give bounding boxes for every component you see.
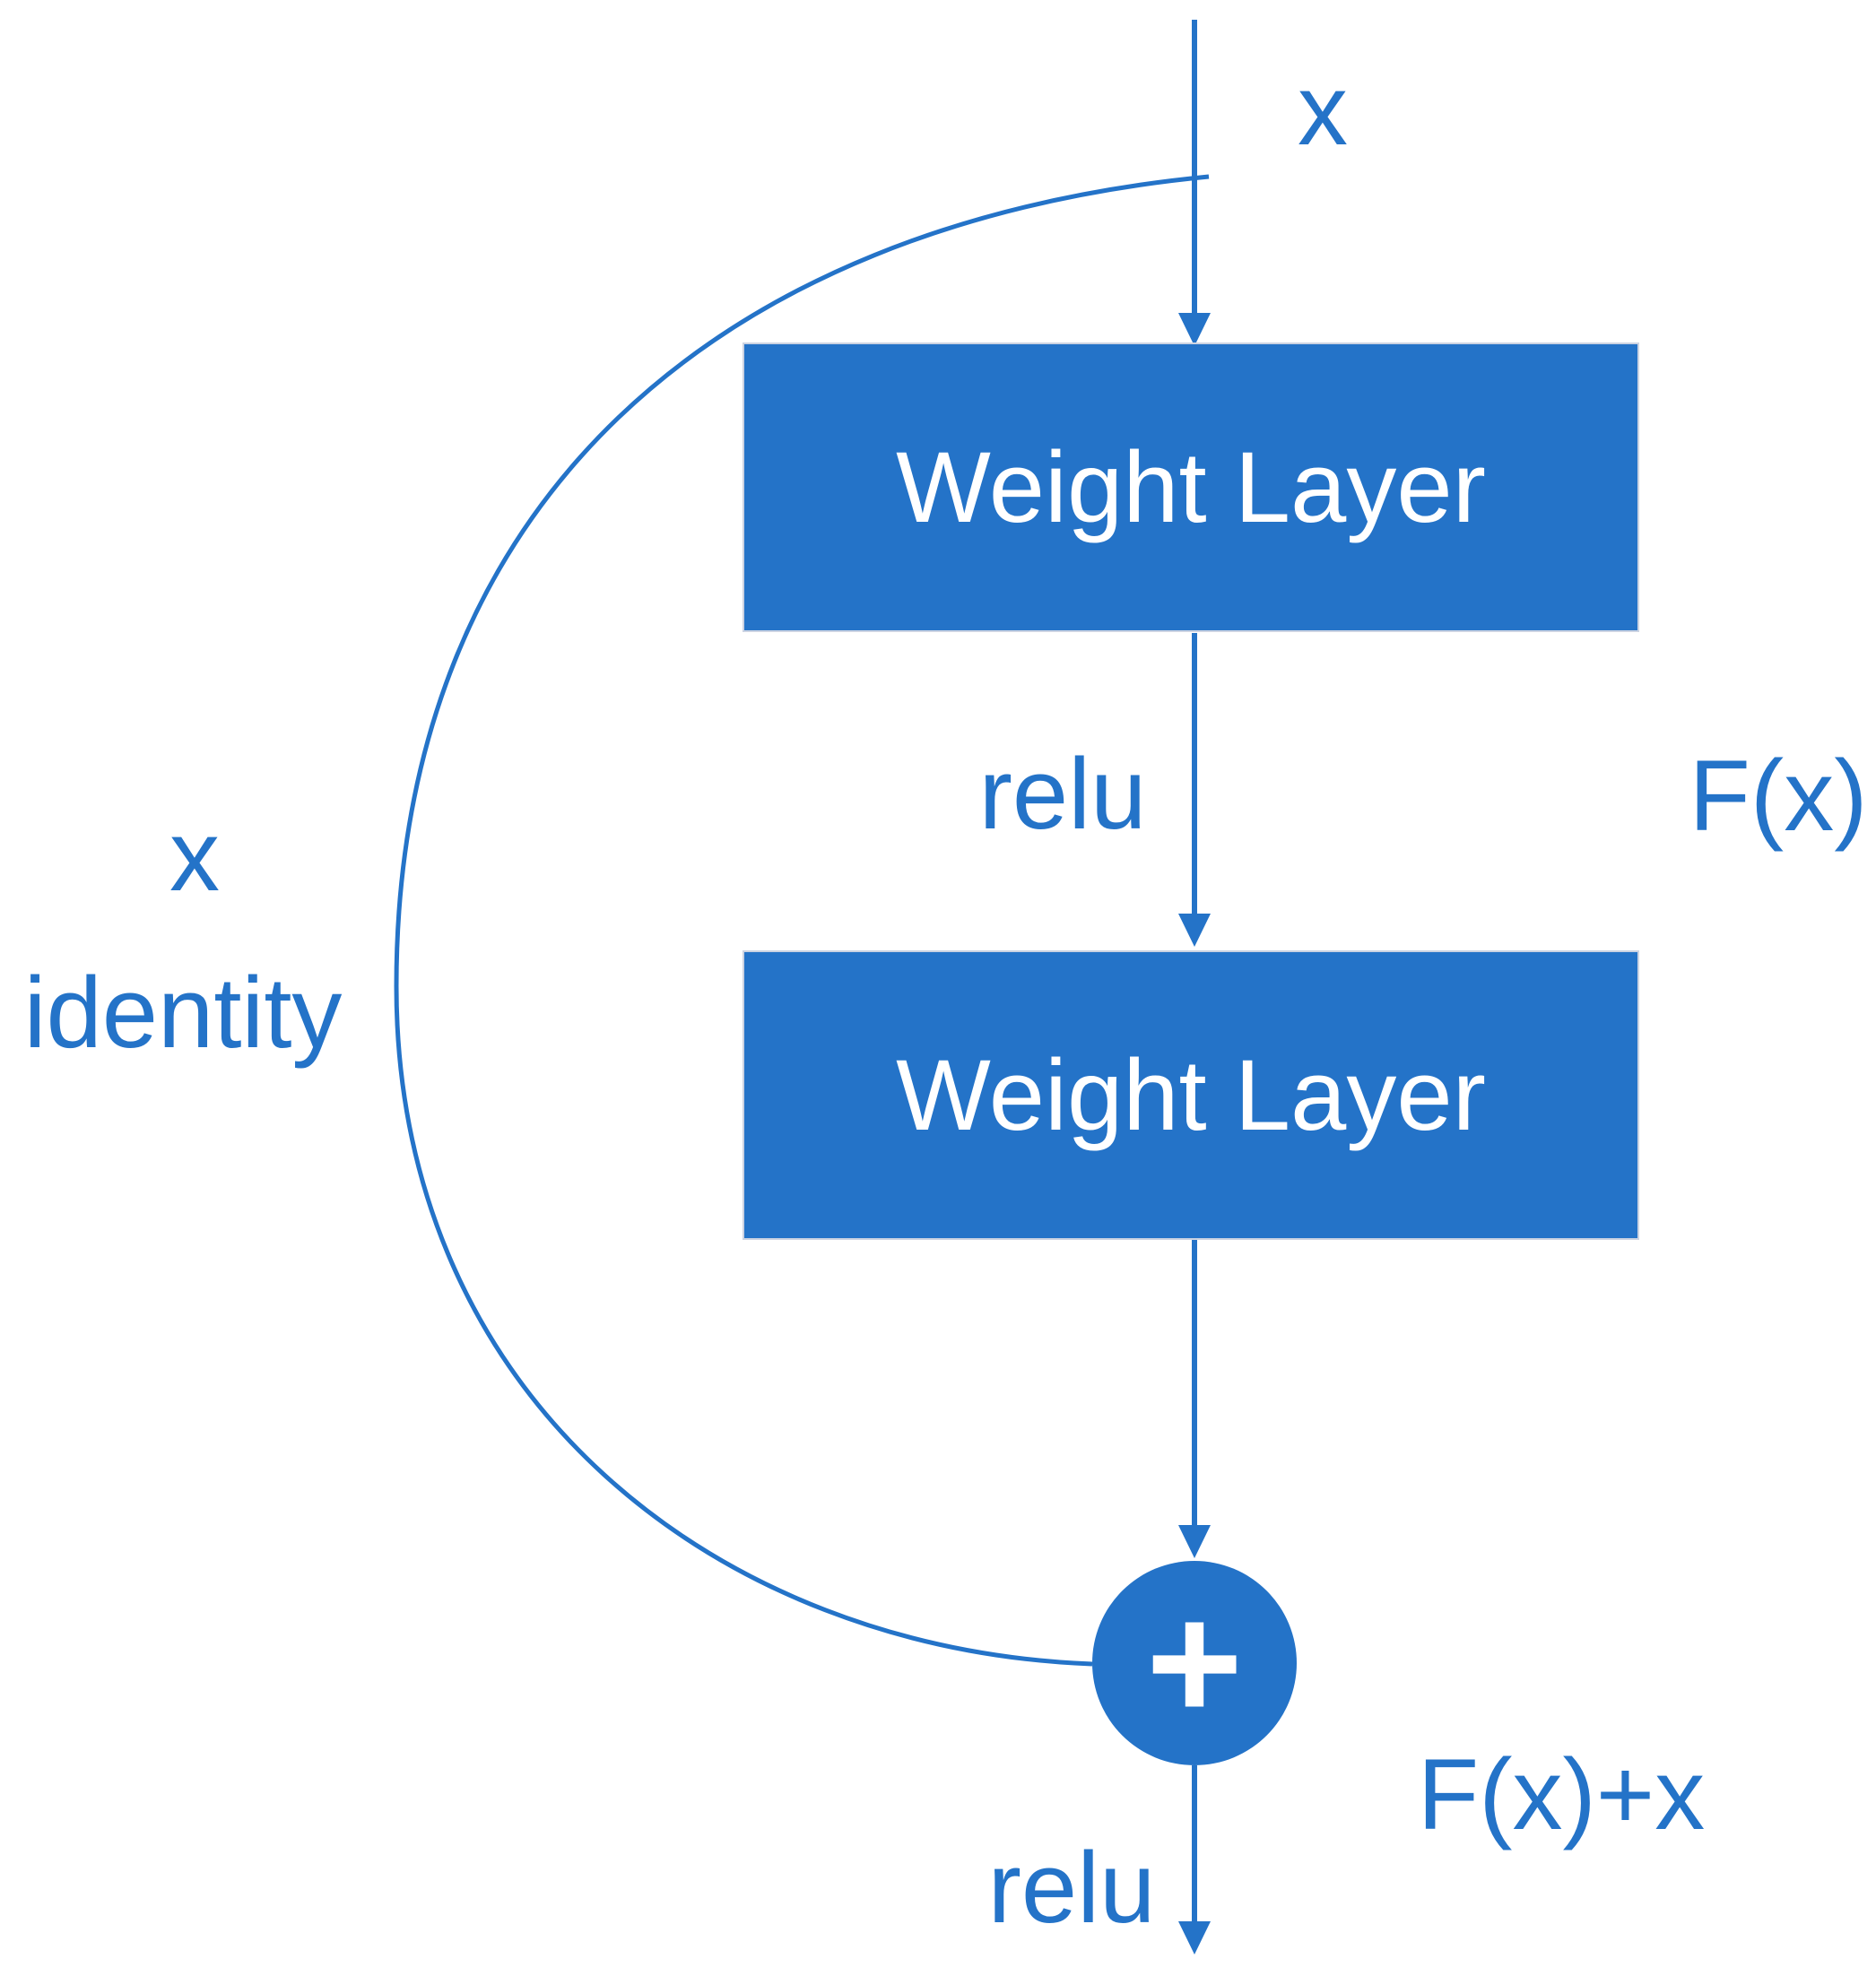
identity-skip-connection-arc [394,174,1210,1667]
weight-layer-2-box: Weight Layer [743,950,1639,1240]
weight-layer-1-label: Weight Layer [896,431,1486,543]
sum-input-arrowhead-icon [1178,1525,1211,1558]
fx-label: F(x) [1689,740,1868,852]
input-arrowhead-icon [1178,313,1211,346]
output-arrowhead-icon [1178,1921,1211,1954]
sum-node-circle [1092,1561,1297,1765]
plus-symbol: + [1145,1570,1244,1755]
input-x-label: x [1298,54,1348,166]
identity-x-label: x [169,800,220,912]
identity-label: identity [23,957,343,1069]
weight-layer-1-box: Weight Layer [743,342,1639,632]
fx-plus-x-label: F(x)+x [1417,1738,1706,1850]
output-relu-label: relu [987,1832,1156,1944]
relu-arrowhead-icon [1178,914,1211,947]
weight-layer-2-label: Weight Layer [896,1039,1486,1151]
relu-label: relu [978,738,1147,850]
